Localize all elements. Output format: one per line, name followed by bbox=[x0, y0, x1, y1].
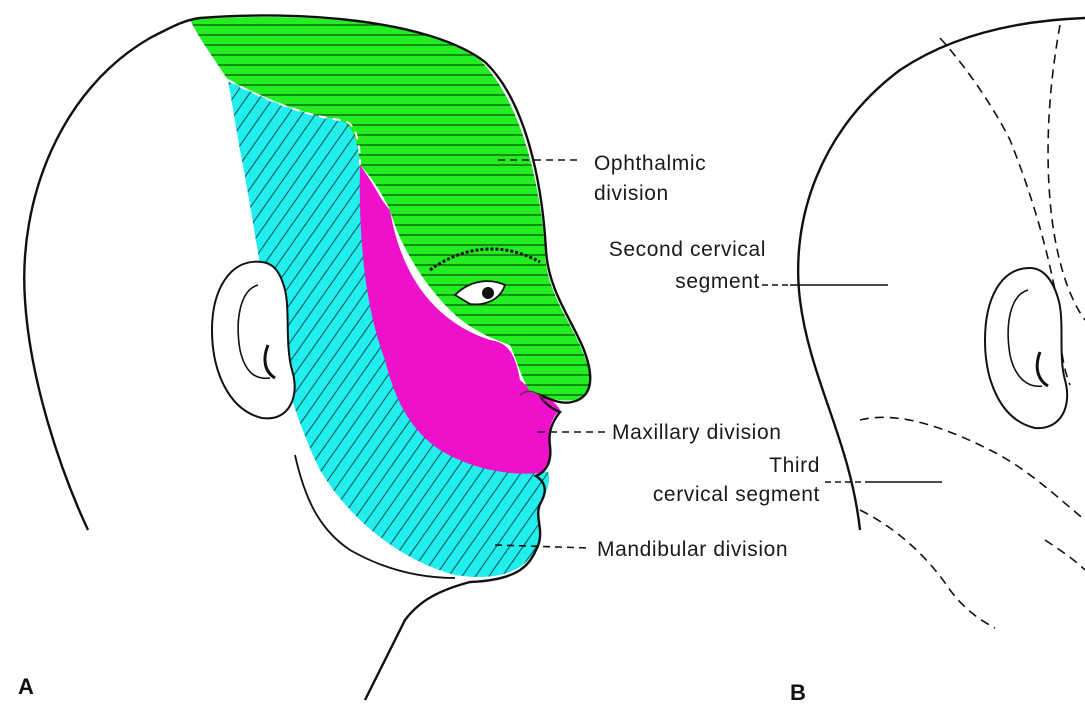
third-cervical-label-line1: Third bbox=[620, 452, 820, 480]
mandibular-label: Mandibular division bbox=[597, 536, 788, 564]
maxillary-label: Maxillary division bbox=[612, 419, 782, 447]
ophthalmic-label-line2: division bbox=[594, 180, 669, 208]
panel-b-letter: B bbox=[790, 680, 806, 704]
second-cervical-label-line2: segment bbox=[560, 268, 760, 296]
panel-a-letter: A bbox=[18, 674, 34, 700]
ophthalmic-label-line1: Ophthalmic bbox=[594, 150, 706, 178]
second-cervical-label-line1: Second cervical bbox=[560, 236, 766, 264]
ear-b bbox=[985, 268, 1067, 428]
head-a bbox=[24, 15, 590, 700]
head-b bbox=[798, 18, 1085, 628]
third-cervical-label-line2: cervical segment bbox=[600, 481, 820, 509]
ear-a bbox=[212, 262, 295, 419]
